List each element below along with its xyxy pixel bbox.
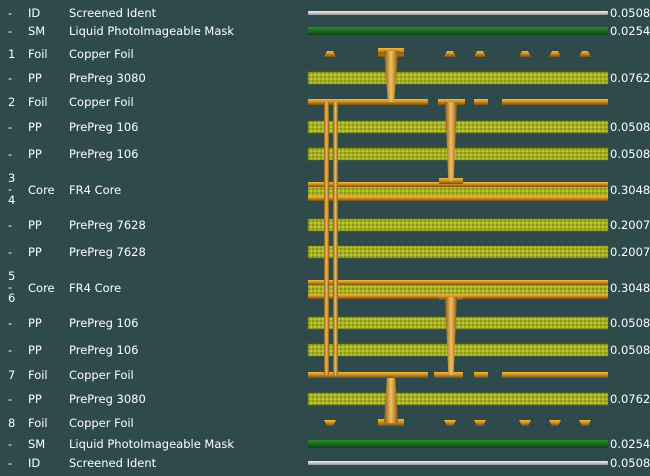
- layer-thickness: 0.0762: [610, 392, 650, 406]
- layer-number: -: [8, 392, 13, 406]
- layer-material: Copper Foil: [69, 95, 134, 109]
- layer-material: PrePreg 106: [69, 120, 139, 134]
- layer-material: PrePreg 3080: [69, 71, 146, 85]
- layer-type: Foil: [28, 368, 48, 382]
- layer-type: Core: [28, 183, 55, 197]
- layer-thickness: 0.3048: [610, 183, 650, 197]
- layer-number: 5 - 6: [8, 269, 16, 305]
- layer-bar-8: [307, 218, 609, 232]
- layer-material: FR4 Core: [69, 183, 122, 197]
- via: [378, 48, 404, 105]
- layer-thickness: 0.0254: [610, 437, 650, 451]
- layer-bar-2: [324, 50, 591, 57]
- layer-material: PrePreg 3080: [69, 392, 146, 406]
- via: [439, 99, 463, 184]
- layer-thickness: 0.2007: [610, 218, 650, 232]
- layer-type: ID: [28, 456, 41, 470]
- layer-number: 3 - 4: [8, 171, 16, 207]
- layer-bar-7: [308, 182, 608, 201]
- layer-bar-11: [307, 316, 609, 330]
- layer-thickness: 0.0508: [610, 343, 650, 357]
- layer-material: Copper Foil: [69, 368, 134, 382]
- layer-type: Foil: [28, 47, 48, 61]
- via: [439, 294, 463, 378]
- layer-number: 1: [8, 47, 16, 61]
- through-via: [318, 99, 344, 378]
- layer-material: Copper Foil: [69, 47, 134, 61]
- layer-thickness: 0.0508: [610, 147, 650, 161]
- layer-type: PP: [28, 343, 42, 357]
- layer-material: PrePreg 106: [69, 147, 139, 161]
- layer-material: Copper Foil: [69, 416, 134, 430]
- layer-material: PrePreg 7628: [69, 245, 146, 259]
- layer-type: ID: [28, 6, 41, 20]
- layer-number: -: [8, 71, 13, 85]
- layer-type: PP: [28, 392, 42, 406]
- layer-bar-0: [308, 11, 608, 15]
- layer-bar-15: [324, 419, 591, 426]
- layer-type: SM: [28, 24, 46, 38]
- layer-type: PP: [28, 120, 42, 134]
- layer-number: -: [8, 245, 13, 259]
- layer-type: PP: [28, 147, 42, 161]
- layer-type: PP: [28, 316, 42, 330]
- layer-number: 2: [8, 95, 16, 109]
- layer-number: -: [8, 6, 13, 20]
- layer-number: 8: [8, 416, 16, 430]
- layer-bar-17: [308, 461, 608, 465]
- layer-thickness: 0.3048: [610, 281, 650, 295]
- layer-bar-12: [307, 343, 609, 357]
- layer-type: Foil: [28, 95, 48, 109]
- layer-bar-6: [307, 147, 609, 161]
- layer-type: PP: [28, 218, 42, 232]
- layer-thickness: 0.0508: [610, 316, 650, 330]
- layer-number: 7: [8, 368, 16, 382]
- layer-bar-16: [308, 440, 608, 448]
- via: [378, 372, 404, 423]
- layer-material: Liquid PhotoImageable Mask: [69, 437, 235, 451]
- layer-material: PrePreg 7628: [69, 218, 146, 232]
- layer-number: -: [8, 218, 13, 232]
- layer-number: -: [8, 343, 13, 357]
- layer-number: -: [8, 456, 13, 470]
- layer-material: Screened Ident: [69, 456, 157, 470]
- layer-material: Screened Ident: [69, 6, 157, 20]
- layer-type: PP: [28, 71, 42, 85]
- layer-type: Core: [28, 281, 55, 295]
- layer-thickness: 0.2007: [610, 245, 650, 259]
- layer-thickness: 0.0508: [610, 456, 650, 470]
- layer-material: PrePreg 106: [69, 343, 139, 357]
- layer-number: -: [8, 120, 13, 134]
- layer-number: -: [8, 437, 13, 451]
- layer-bar-5: [307, 120, 609, 134]
- layer-thickness: 0.0508: [610, 120, 650, 134]
- layer-material: Liquid PhotoImageable Mask: [69, 24, 235, 38]
- layer-type: SM: [28, 437, 46, 451]
- layer-number: -: [8, 24, 13, 38]
- layer-thickness: 0.0254: [610, 24, 650, 38]
- layer-bar-1: [308, 27, 608, 35]
- layer-bar-3: [307, 71, 609, 85]
- layer-bar-13: [308, 372, 608, 378]
- layer-thickness: 0.0508: [610, 6, 650, 20]
- layer-type: PP: [28, 245, 42, 259]
- layer-material: PrePreg 106: [69, 316, 139, 330]
- layer-thickness: 0.0762: [610, 71, 650, 85]
- layer-bar-9: [307, 245, 609, 259]
- layer-material: FR4 Core: [69, 281, 122, 295]
- layer-number: -: [8, 316, 13, 330]
- layer-bar-14: [307, 392, 609, 406]
- layer-number: -: [8, 147, 13, 161]
- layer-type: Foil: [28, 416, 48, 430]
